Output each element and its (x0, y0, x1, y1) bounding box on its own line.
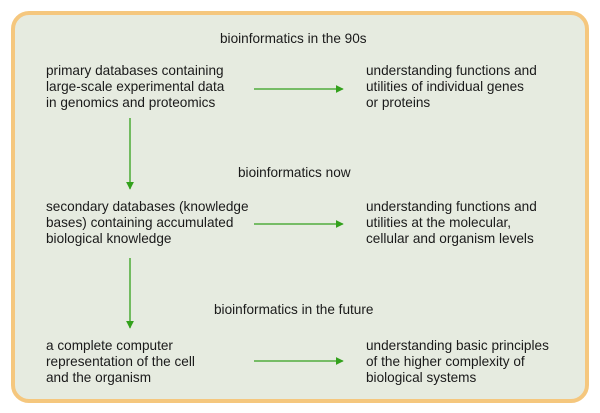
complexity-principles-text: understanding basic principles of the hi… (366, 338, 549, 387)
computer-representation-line-1: a complete computer (46, 338, 173, 353)
molecular-levels-line-1: understanding functions and (366, 199, 537, 214)
primary-databases-line-1: primary databases containing (46, 63, 224, 78)
heading-now: bioinformatics now (238, 165, 351, 180)
complexity-principles-line-3: biological systems (366, 370, 477, 386)
individual-genes-line-2: utilities of individual genes (366, 79, 524, 95)
individual-genes-text: understanding functions and utilities of… (366, 63, 537, 112)
complexity-principles-line-1: understanding basic principles (366, 338, 549, 353)
molecular-levels-line-2: utilities at the molecular, (366, 215, 512, 231)
computer-representation-line-3: and the organism (46, 370, 152, 386)
secondary-databases-line-3: biological knowledge (46, 231, 172, 247)
primary-databases-text: primary databases containing large-scale… (46, 63, 224, 112)
heading-90s: bioinformatics in the 90s (220, 31, 367, 46)
diagram-panel (11, 11, 589, 403)
heading-future: bioinformatics in the future (214, 302, 374, 317)
individual-genes-line-1: understanding functions and (366, 63, 537, 78)
individual-genes-line-3: or proteins (366, 95, 431, 111)
secondary-databases-line-2: bases) containing accumulated (46, 215, 234, 231)
secondary-databases-line-1: secondary databases (knowledge (46, 199, 249, 214)
molecular-levels-line-3: cellular and organism levels (366, 231, 534, 247)
computer-representation-line-2: representation of the cell (46, 354, 195, 370)
primary-databases-line-3: in genomics and proteomics (46, 95, 216, 111)
computer-representation-text: a complete computer representation of th… (46, 338, 195, 387)
secondary-databases-text: secondary databases (knowledge bases) co… (46, 199, 249, 248)
complexity-principles-line-2: of the higher complexity of (366, 354, 525, 370)
molecular-levels-text: understanding functions and utilities at… (366, 199, 537, 248)
primary-databases-line-2: large-scale experimental data (46, 79, 225, 95)
